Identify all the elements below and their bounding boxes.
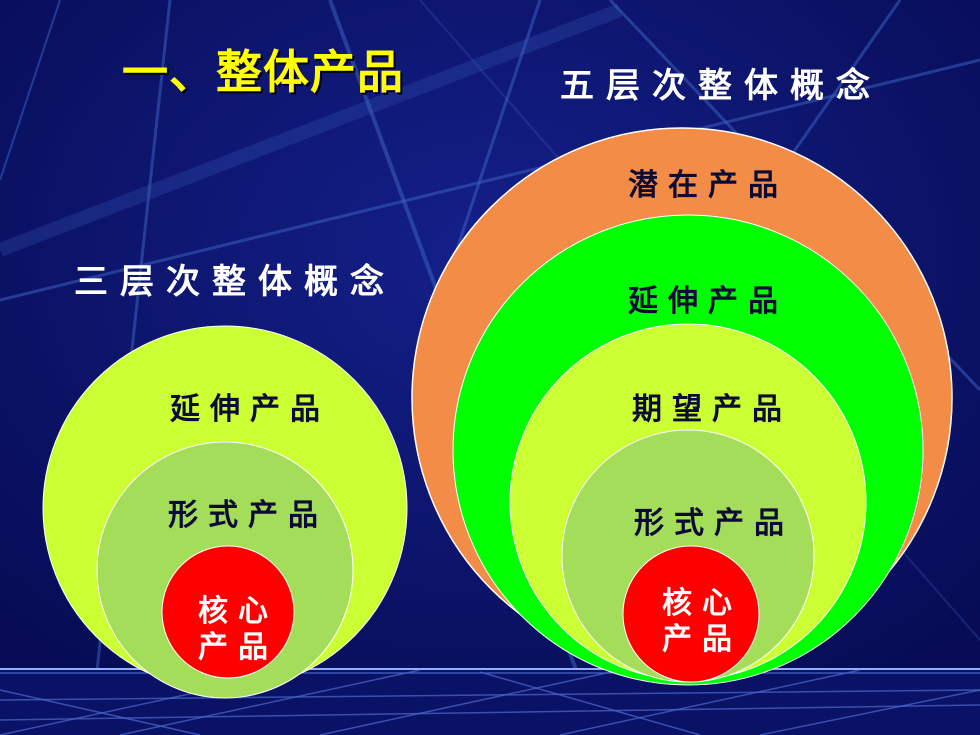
five-core-line2: 产品: [662, 622, 742, 657]
three-core-label: 核心 产品: [198, 594, 278, 666]
five-level-heading: 五层次整体概念: [560, 66, 882, 106]
five-ring3-label: 期望产品: [632, 392, 792, 427]
three-core-circle: [161, 545, 295, 679]
three-level-heading: 三层次整体概念: [74, 262, 396, 302]
five-core-line1: 核心: [662, 586, 742, 621]
five-ring4-label: 形式产品: [634, 506, 794, 541]
five-ring2-label: 延伸产品: [628, 284, 788, 319]
three-core-line2: 产品: [198, 630, 278, 665]
five-level-diagram: [411, 127, 953, 686]
three-level-diagram: [42, 325, 408, 699]
three-outer-label: 延伸产品: [170, 392, 330, 427]
five-core-circle: [622, 545, 760, 683]
five-ring1-label: 潜在产品: [628, 168, 788, 203]
three-middle-label: 形式产品: [168, 498, 328, 533]
three-core-line1: 核心: [198, 594, 278, 629]
five-core-label: 核心 产品: [662, 586, 742, 658]
slide-title: 一、整体产品: [122, 45, 404, 99]
